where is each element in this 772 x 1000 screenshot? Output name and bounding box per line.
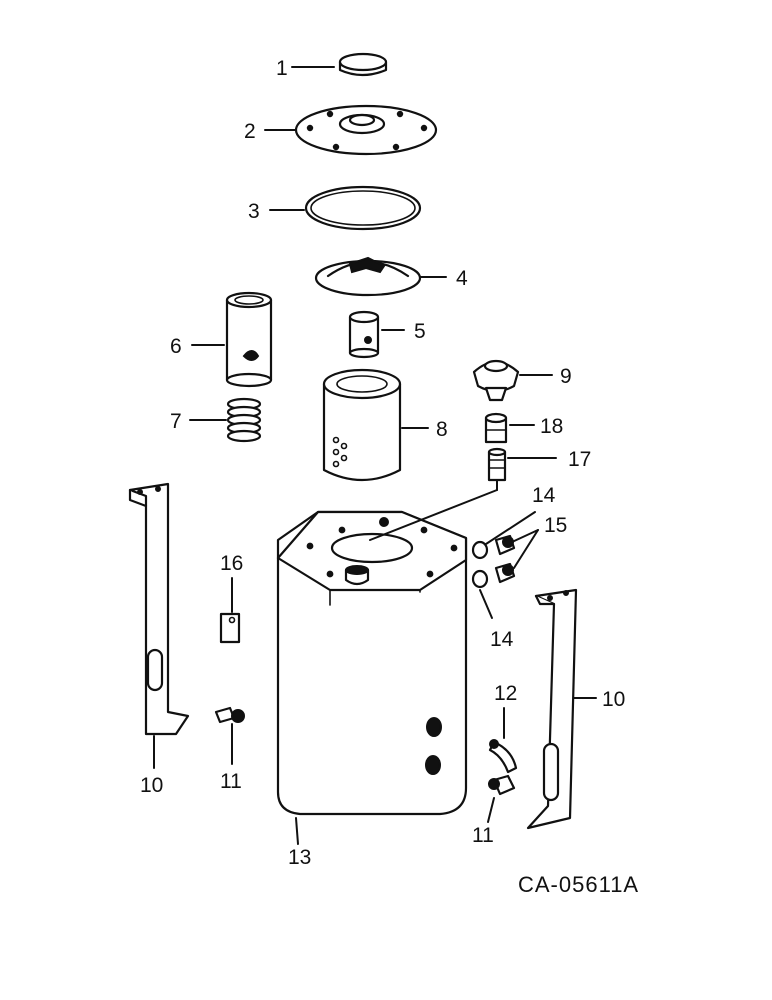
part-12-elbow [488,739,518,774]
callout-5: 5 [414,320,426,343]
part-15-fittings [494,534,516,584]
part-11-fitting-right [488,774,516,796]
part-9-breather [472,359,520,402]
part-17-nipple [487,447,507,482]
callout-1: 1 [276,57,288,80]
part-1-cap [338,52,388,77]
callout-4: 4 [456,267,468,290]
leader-lines [153,66,597,845]
callout-3: 3 [248,200,260,223]
callout-14-lower: 14 [490,628,514,651]
callout-9: 9 [560,365,572,388]
part-10-bracket-right [526,588,578,830]
callout-16: 16 [220,552,243,575]
callout-6: 6 [170,335,182,358]
callout-10-left: 10 [140,774,163,797]
part-18-adapter [484,412,508,444]
part-3-gasket-ring [304,185,422,231]
part-8-filter-element [322,368,402,482]
part-13-reservoir-tank [276,510,468,816]
callout-7: 7 [170,410,182,433]
part-11-fitting-left [214,706,245,724]
part-6-screen-tube [225,291,273,388]
part-10-bracket-left [128,482,190,736]
callout-11-left: 11 [220,770,242,793]
part-4-filter-cover [314,256,422,297]
part-7-spring [226,397,262,443]
callout-11-right: 11 [472,824,494,847]
callout-12: 12 [494,682,517,705]
callout-8: 8 [436,418,448,441]
part-5-spacer-tube [348,310,380,359]
callout-13: 13 [288,846,311,869]
callout-2: 2 [244,120,256,143]
callout-15: 15 [544,514,567,537]
callout-10-right: 10 [602,688,625,711]
part-14-o-rings [471,540,489,589]
part-2-cover-plate [294,104,438,156]
callout-18: 18 [540,415,563,438]
callout-17: 17 [568,448,591,471]
callout-labels: 1 2 3 4 5 6 7 8 9 18 17 14 15 14 16 10 1… [140,57,625,869]
figure-code: CA-05611A [518,872,639,897]
part-16-tag [219,612,241,644]
callout-14-upper: 14 [532,484,556,507]
